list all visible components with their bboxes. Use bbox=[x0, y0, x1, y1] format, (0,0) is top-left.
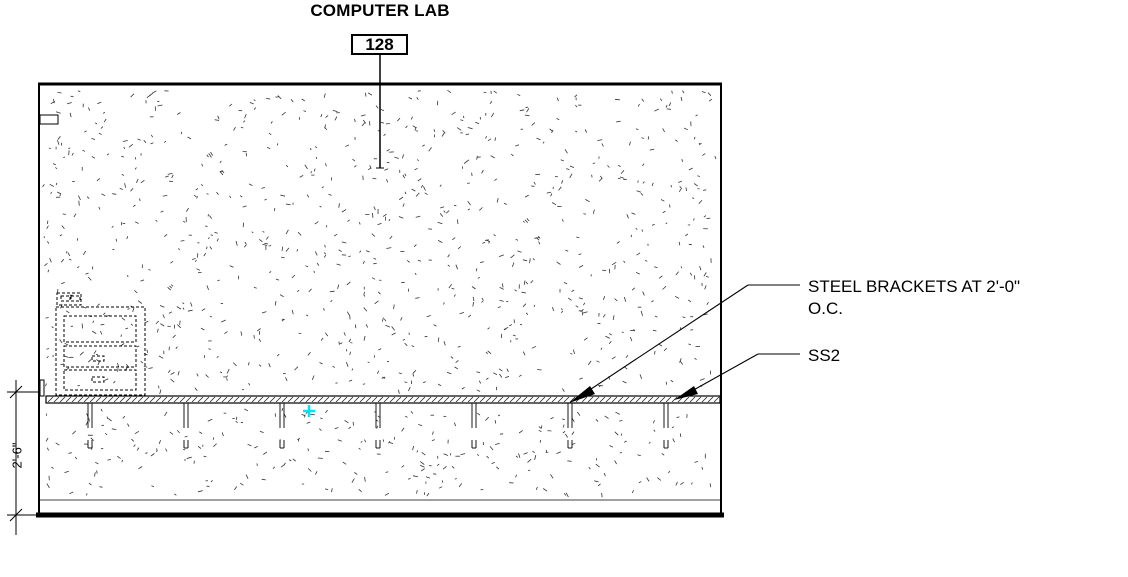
brackets-leader bbox=[584, 284, 800, 394]
ss2-leader bbox=[689, 353, 800, 393]
cad-marker-icon bbox=[303, 405, 315, 417]
steel-brackets-note-line1: STEEL BRACKETS AT 2'-0" bbox=[808, 277, 1021, 296]
brackets-leader-arrowhead bbox=[569, 386, 595, 403]
ss2-leader-arrowhead bbox=[674, 386, 698, 400]
countertop bbox=[45, 395, 721, 404]
room-name-label: COMPUTER LAB bbox=[310, 1, 450, 20]
wall-finish-pattern bbox=[42, 89, 717, 498]
file-cabinet bbox=[55, 292, 146, 396]
steel-brackets bbox=[87, 403, 669, 449]
dimension-text: 2'-6" bbox=[9, 442, 25, 469]
material-note-ss2: SS2 bbox=[808, 346, 841, 365]
steel-brackets-note-line2: O.C. bbox=[808, 299, 843, 318]
room-number-tag: 128 bbox=[351, 34, 408, 55]
cabinet-edge bbox=[39, 379, 45, 397]
steel-brackets-note: STEEL BRACKETS AT 2'-0" O.C. bbox=[808, 276, 1020, 320]
dimension-line bbox=[7, 380, 38, 535]
wall-device bbox=[39, 114, 59, 125]
